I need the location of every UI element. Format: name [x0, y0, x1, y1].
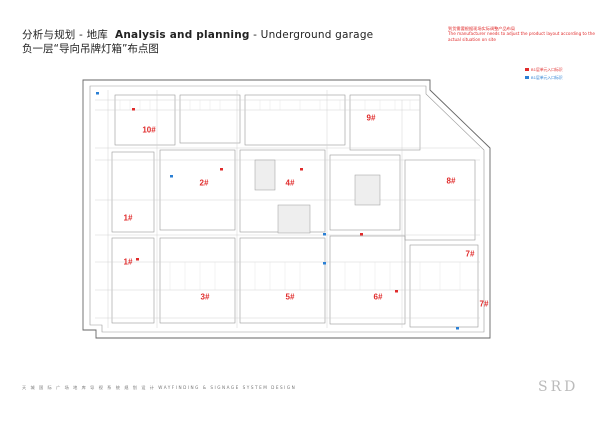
building-label: 7#	[465, 249, 475, 259]
building-label: 2#	[199, 178, 209, 188]
building-label: 10#	[142, 125, 156, 135]
building-label: 5#	[285, 292, 295, 302]
red-sign-swatch-icon	[525, 68, 529, 72]
building-label: 1#	[123, 257, 133, 267]
building-label: 6#	[373, 292, 383, 302]
blue-sign-icon	[96, 92, 99, 95]
blue-sign-swatch-icon	[525, 75, 529, 79]
red-sign-icon	[395, 290, 398, 293]
legend-blue-label: B1层单元入口标识	[531, 74, 563, 80]
building-label: 3#	[200, 292, 210, 302]
title-en-rest: - Underground garage	[253, 29, 374, 41]
sign-markers	[96, 92, 459, 330]
building-label: 8#	[446, 176, 456, 186]
building-label: 7#	[479, 299, 489, 309]
page-title: 分析与规划 - 地库 Analysis and planning - Under…	[22, 27, 373, 42]
blue-sign-icon	[456, 327, 459, 330]
red-sign-icon	[136, 258, 139, 261]
red-sign-icon	[220, 168, 223, 171]
legend-red-label: B1层单元入口标识	[531, 67, 563, 72]
red-sign-icon	[132, 108, 135, 111]
note-cn: 到货需要根据现场实际调整产品布局	[448, 26, 516, 31]
red-sign-icon	[300, 168, 303, 171]
title-en-bold: Analysis and planning	[115, 29, 250, 41]
note-en: The manufacturer needs to adjust the pro…	[448, 31, 595, 42]
building-label: 1#	[123, 213, 133, 223]
srd-logo: SRD	[538, 379, 579, 395]
building-label: 9#	[366, 113, 376, 123]
blue-sign-icon	[170, 175, 173, 178]
footer-text: 天 城 国 际 广 场 地 库 导 视 系 统 规 划 设 计 WAYFINDI…	[22, 385, 297, 390]
red-sign-icon	[360, 233, 363, 236]
legend-row-blue: B1层单元入口标识	[525, 74, 563, 82]
legend: B1层单元入口标识 B1层单元入口标识	[525, 66, 563, 81]
site-adjustment-note: 到货需要根据现场实际调整产品布局 The manufacturer needs …	[448, 26, 598, 42]
blue-sign-icon	[323, 233, 326, 236]
title-cn: 分析与规划 - 地库	[22, 29, 108, 41]
building-label: 4#	[285, 178, 295, 188]
page-subtitle: 负一层“导向吊牌灯箱”布点图	[22, 43, 159, 55]
legend-row-red: B1层单元入口标识	[525, 66, 563, 74]
blue-sign-icon	[323, 262, 326, 265]
